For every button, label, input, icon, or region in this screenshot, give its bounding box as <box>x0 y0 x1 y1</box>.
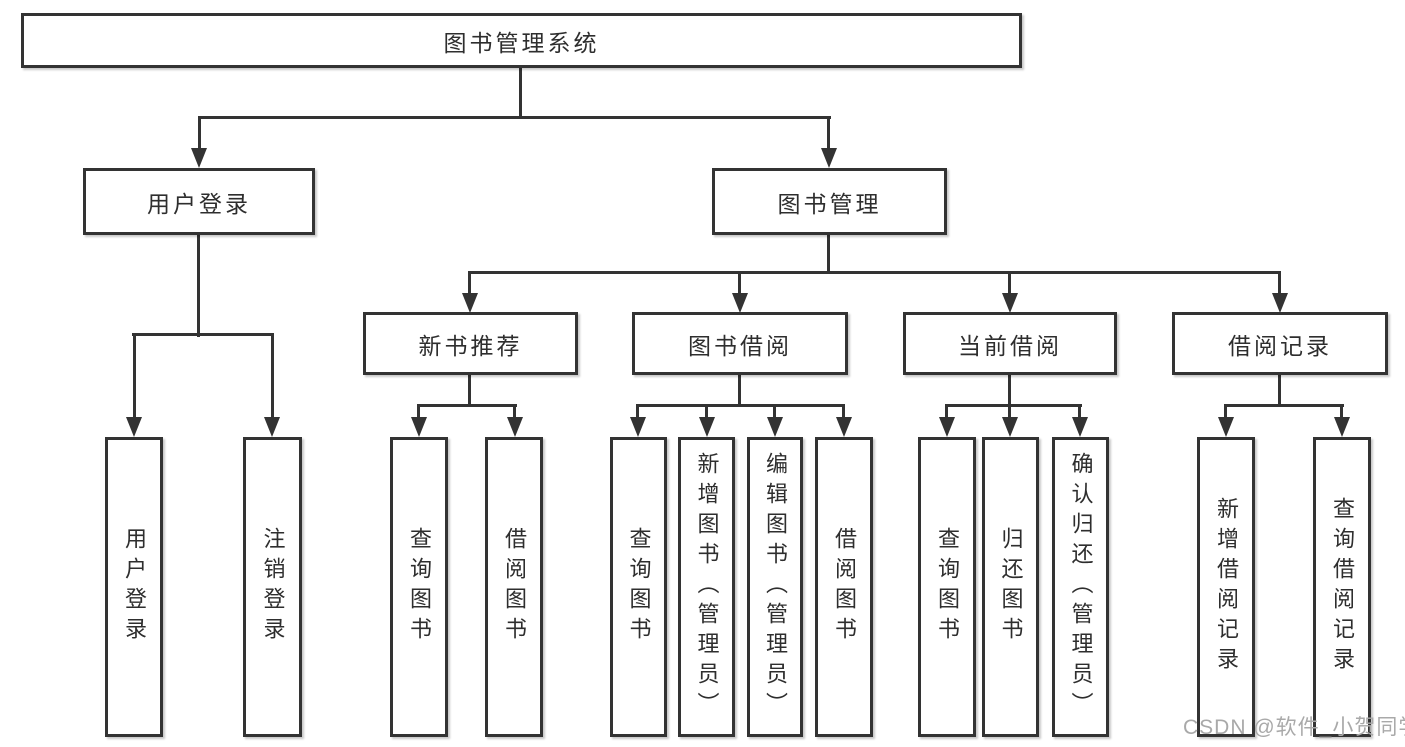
node-label: 借阅图书 <box>502 527 527 647</box>
arrowhead <box>821 148 837 168</box>
leaf-query-books-recommend: 查询图书 <box>390 437 448 737</box>
csdn-watermark: CSDN @软件_小贺同学 <box>1183 716 1405 739</box>
node-label: 当前借阅 <box>958 332 1062 359</box>
connector-line <box>945 404 1082 407</box>
arrowhead <box>732 293 748 313</box>
connector-line <box>1008 404 1011 421</box>
connector-line <box>133 333 136 421</box>
leaf-query-borrow-record: 查询借阅记录 <box>1313 437 1371 737</box>
node-label: 借阅图书 <box>832 527 857 647</box>
node-label: 编辑图书（管理员） <box>763 452 788 722</box>
node-label: 新增图书（管理员） <box>694 452 720 722</box>
arrowhead <box>507 417 523 437</box>
connector-line <box>636 404 639 421</box>
arrowhead <box>462 293 478 313</box>
connector-line <box>1278 373 1281 407</box>
connector-line <box>198 116 831 119</box>
arrowhead <box>411 417 427 437</box>
connector-line <box>198 116 201 152</box>
node-label: 查询借阅记录 <box>1330 497 1355 677</box>
connector-line <box>271 333 274 421</box>
arrowhead <box>1272 293 1288 313</box>
connector-line <box>132 333 274 336</box>
node-label: 确认归还（管理员） <box>1068 452 1094 722</box>
arrowhead <box>836 417 852 437</box>
connector-line <box>738 373 741 407</box>
arrowhead <box>264 417 280 437</box>
connector-line <box>417 404 420 421</box>
connector-line <box>827 233 830 274</box>
leaf-add-borrow-record: 新增借阅记录 <box>1197 437 1255 737</box>
connector-line <box>1224 404 1344 407</box>
connector-line <box>1224 404 1227 421</box>
arrowhead <box>191 148 207 168</box>
arrowhead <box>1002 417 1018 437</box>
node-label: 图书管理 <box>777 190 882 217</box>
node-label: 图书管理系统 <box>443 29 600 56</box>
leaf-add-books-admin: 新增图书（管理员） <box>678 437 735 737</box>
connector-line <box>1008 271 1011 296</box>
connector-line <box>1340 404 1343 421</box>
connector-line <box>1278 271 1281 296</box>
leaf-borrow-books: 借阅图书 <box>815 437 873 737</box>
leaf-query-books-borrowing: 查询图书 <box>610 437 667 737</box>
connector-line <box>519 66 522 118</box>
leaf-return-books: 归还图书 <box>982 437 1039 737</box>
node-label: 用户登录 <box>122 527 147 647</box>
node-label: 用户登录 <box>147 190 251 217</box>
arrowhead <box>1002 293 1018 313</box>
node-book-borrowing: 图书借阅 <box>632 312 848 375</box>
arrowhead <box>126 417 142 437</box>
connector-line <box>705 404 708 421</box>
connector-line <box>738 271 741 296</box>
connector-line <box>197 233 200 337</box>
node-book-management: 图书管理 <box>712 168 947 235</box>
node-label: 查询图书 <box>935 527 960 647</box>
leaf-edit-books-admin: 编辑图书（管理员） <box>747 437 803 737</box>
node-library-management-system: 图书管理系统 <box>21 13 1022 68</box>
arrowhead <box>630 417 646 437</box>
node-label: 注销登录 <box>260 527 286 647</box>
node-borrowing-records: 借阅记录 <box>1172 312 1388 375</box>
connector-line <box>827 116 830 152</box>
connector-line <box>417 404 517 407</box>
arrowhead <box>939 417 955 437</box>
leaf-user-login: 用户登录 <box>105 437 163 737</box>
connector-line <box>468 271 1281 274</box>
connector-line <box>842 404 845 421</box>
connector-line <box>636 404 845 407</box>
connector-line <box>1078 404 1081 421</box>
node-label: 查询图书 <box>407 527 432 647</box>
connector-line <box>1008 373 1011 407</box>
connector-line <box>468 271 471 296</box>
arrowhead <box>699 417 715 437</box>
arrowhead <box>1218 417 1234 437</box>
connector-line <box>513 404 516 421</box>
connector-line <box>773 404 776 421</box>
leaf-confirm-return-admin: 确认归还（管理员） <box>1052 437 1109 737</box>
arrowhead <box>767 417 783 437</box>
node-label: 归还图书 <box>998 527 1024 647</box>
leaf-logout: 注销登录 <box>243 437 302 737</box>
arrowhead <box>1072 417 1088 437</box>
node-new-book-recommendation: 新书推荐 <box>363 312 578 375</box>
leaf-query-books-current: 查询图书 <box>918 437 976 737</box>
node-label: 新书推荐 <box>418 332 523 359</box>
node-label: 图书借阅 <box>688 332 792 359</box>
leaf-borrow-books-recommend: 借阅图书 <box>485 437 543 737</box>
node-label: 查询图书 <box>626 527 652 647</box>
node-label: 新增借阅记录 <box>1214 497 1239 677</box>
node-label: 借阅记录 <box>1228 332 1332 359</box>
connector-line <box>945 404 948 421</box>
node-user-login: 用户登录 <box>83 168 315 235</box>
arrowhead <box>1334 417 1350 437</box>
node-current-borrowing: 当前借阅 <box>903 312 1117 375</box>
connector-line <box>468 373 471 407</box>
